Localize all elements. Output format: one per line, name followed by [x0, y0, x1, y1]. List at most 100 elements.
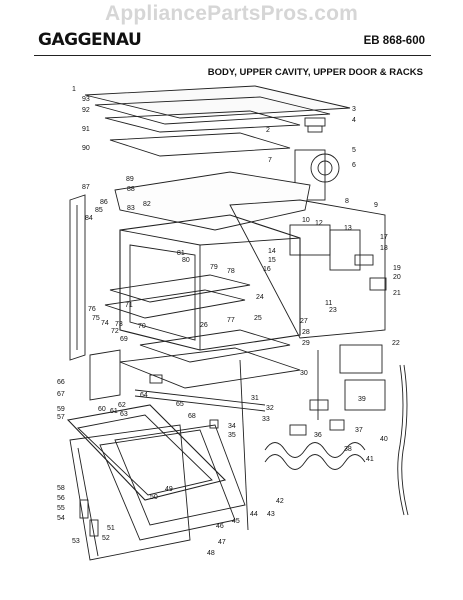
part-label: 68: [188, 413, 196, 420]
part-label: 33: [262, 416, 270, 423]
part-label: 63: [120, 411, 128, 418]
part-label: 38: [344, 446, 352, 453]
part-label: 53: [72, 538, 80, 545]
part-label: 64: [140, 392, 148, 399]
part-label: 67: [57, 391, 65, 398]
part-label: 92: [82, 107, 90, 114]
part-label: 52: [102, 535, 110, 542]
part-label: 4: [352, 117, 356, 124]
part-label: 91: [82, 126, 90, 133]
part-label: 8: [345, 198, 349, 205]
part-label: 65: [176, 401, 184, 408]
part-label: 77: [227, 317, 235, 324]
part-label: 39: [358, 396, 366, 403]
part-label: 22: [392, 340, 400, 347]
part-label: 29: [302, 340, 310, 347]
part-label: 80: [182, 257, 190, 264]
diagram-title: BODY, UPPER CAVITY, UPPER DOOR & RACKS: [207, 67, 423, 78]
part-label: 69: [120, 336, 128, 343]
header-divider: [34, 55, 431, 56]
part-label: 20: [393, 274, 401, 281]
part-label: 9: [374, 202, 378, 209]
part-label: 19: [393, 265, 401, 272]
part-label: 30: [300, 370, 308, 377]
part-label: 81: [177, 250, 185, 257]
part-label: 45: [232, 518, 240, 525]
part-label: 32: [266, 405, 274, 412]
part-label: 51: [107, 525, 115, 532]
part-label: 50: [150, 494, 158, 501]
part-label: 84: [85, 215, 93, 222]
part-label: 60: [98, 406, 106, 413]
part-label: 59: [57, 406, 65, 413]
part-label: 55: [57, 505, 65, 512]
part-label: 24: [256, 294, 264, 301]
part-label: 74: [101, 320, 109, 327]
part-label: 28: [302, 329, 310, 336]
part-label: 72: [111, 328, 119, 335]
part-label: 49: [165, 486, 173, 493]
part-label: 89: [126, 176, 134, 183]
part-label: 73: [115, 321, 123, 328]
part-label: 2: [266, 127, 270, 134]
part-number-labels: 1 2 3 4 5 6 7 8 9 10 11 12 13 14 15 16 1…: [57, 86, 401, 557]
part-label: 79: [210, 264, 218, 271]
part-label: 78: [227, 268, 235, 275]
part-label: 48: [207, 550, 215, 557]
part-label: 12: [315, 220, 323, 227]
part-label: 35: [228, 432, 236, 439]
part-label: 82: [143, 201, 151, 208]
part-label: 23: [329, 307, 337, 314]
part-label: 43: [267, 511, 275, 518]
brand-logo: GAGGENAU: [38, 30, 142, 50]
part-label: 16: [263, 266, 271, 273]
part-label: 26: [200, 322, 208, 329]
part-label: 85: [95, 207, 103, 214]
watermark: AppliancePartsPros.com: [105, 2, 358, 25]
part-label: 57: [57, 414, 65, 421]
part-label: 56: [57, 495, 65, 502]
part-label: 87: [82, 184, 90, 191]
part-label: 31: [251, 395, 259, 402]
part-label: 1: [72, 86, 76, 93]
part-label: 76: [88, 306, 96, 313]
part-label: 46: [216, 523, 224, 530]
model-number: EB 868-600: [363, 35, 425, 47]
part-label: 15: [268, 257, 276, 264]
part-label: 75: [92, 315, 100, 322]
part-label: 90: [82, 145, 90, 152]
part-label: 37: [355, 427, 363, 434]
part-label: 36: [314, 432, 322, 439]
part-label: 41: [366, 456, 374, 463]
part-label: 17: [380, 234, 388, 241]
part-label: 83: [127, 205, 135, 212]
part-label: 34: [228, 423, 236, 430]
part-label: 54: [57, 515, 65, 522]
part-label: 71: [125, 302, 133, 309]
part-label: 93: [82, 96, 90, 103]
part-label: 44: [250, 511, 258, 518]
part-label: 42: [276, 498, 284, 505]
part-label: 66: [57, 379, 65, 386]
part-label: 13: [344, 225, 352, 232]
part-label: 7: [268, 157, 272, 164]
part-label: 18: [380, 245, 388, 252]
part-label: 47: [218, 539, 226, 546]
part-label: 62: [118, 402, 126, 409]
part-label: 25: [254, 315, 262, 322]
part-label: 21: [393, 290, 401, 297]
part-label: 5: [352, 147, 356, 154]
part-label: 27: [300, 318, 308, 325]
part-label: 88: [127, 186, 135, 193]
part-label: 70: [138, 323, 146, 330]
diagram-linework: [66, 85, 409, 561]
part-label: 11: [325, 300, 332, 307]
part-label: 14: [268, 248, 276, 255]
part-label: 6: [352, 162, 356, 169]
part-label: 58: [57, 485, 65, 492]
part-label: 61: [110, 408, 118, 415]
part-label: 40: [380, 436, 388, 443]
part-label: 3: [352, 106, 356, 113]
part-label: 10: [302, 217, 310, 224]
